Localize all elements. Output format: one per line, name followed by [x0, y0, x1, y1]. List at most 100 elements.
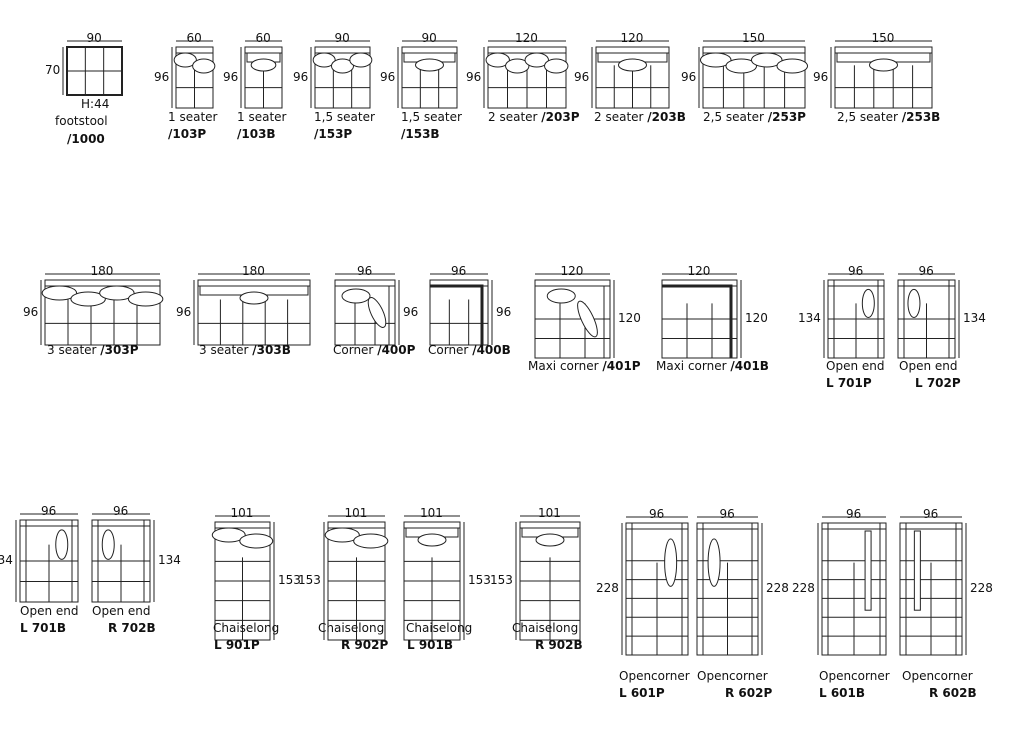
module-code: R 702B [108, 621, 156, 635]
module-plan-drawing [830, 40, 933, 109]
cushion-icon [535, 533, 565, 547]
cushion-icon [750, 52, 783, 68]
width-dimension-label: 120 [515, 31, 538, 45]
depth-dimension-label: 153 [298, 573, 321, 587]
module-plan-drawing [323, 515, 389, 641]
module-label: 2,5 seater /253P [703, 110, 806, 124]
cushion-icon [349, 52, 373, 68]
cushion-icon [415, 58, 444, 72]
module-plan-drawing [661, 273, 742, 359]
module-plan-drawing [397, 40, 458, 109]
corner-backrest-line [662, 284, 733, 358]
width-dimension-label: 60 [186, 31, 202, 45]
width-dimension-label: 101 [344, 506, 368, 520]
module-plan-drawing [310, 40, 373, 109]
cushion-icon [331, 58, 354, 74]
module-code: /1000 [67, 132, 105, 146]
module-name: Chaiselong [512, 621, 579, 635]
cushion-icon [869, 58, 898, 72]
cushion-icon [239, 291, 269, 305]
cushion-icon [664, 538, 678, 587]
cushion-icon [907, 288, 921, 318]
depth-dimension-label: 134 [158, 553, 181, 567]
module-code: /203B [647, 110, 686, 124]
module-name: 1 seater [237, 110, 287, 124]
module-code: L 701B [20, 621, 67, 635]
module-plan-drawing [40, 273, 164, 346]
depth-dimension-label: 120 [745, 311, 768, 325]
depth-dimension-label: 120 [618, 311, 641, 325]
cushion-icon [524, 52, 549, 68]
width-dimension-label: 96 [719, 507, 735, 521]
cushion-icon [70, 291, 106, 307]
module-code: /103P [168, 127, 207, 141]
width-dimension-label: 101 [538, 506, 561, 520]
cushion-icon [699, 52, 732, 68]
depth-dimension-label: 228 [596, 581, 619, 595]
width-dimension-label: 90 [86, 31, 102, 45]
cushion-icon [312, 52, 336, 68]
cushion-icon [707, 538, 721, 587]
depth-dimension-label: 96 [813, 69, 829, 84]
cushion-icon [324, 527, 360, 543]
module-code: R 902P [341, 638, 389, 652]
module-name: 2,5 seater [703, 110, 764, 124]
depth-dimension-label: 134 [963, 311, 986, 325]
depth-dimension-label: 153 [468, 573, 491, 587]
module-plan-drawing [515, 515, 581, 641]
width-dimension-label: 120 [620, 31, 644, 45]
depth-dimension-label: 96 [154, 69, 170, 84]
module-plan-drawing [899, 516, 967, 656]
module-label: Maxi corner /401B [656, 359, 769, 373]
module-name: Chaiselong [318, 621, 385, 635]
module-label: 3 seater /303B [199, 343, 291, 357]
module-name: 3 seater [199, 343, 249, 357]
module-code: /153P [314, 127, 353, 141]
cushion-icon [417, 533, 447, 547]
module-plan-drawing [817, 516, 887, 656]
width-dimension-label: 96 [923, 507, 939, 521]
width-dimension-label: 120 [560, 264, 584, 278]
module-plan-drawing [240, 40, 283, 109]
module-outline [197, 279, 311, 346]
cushion-icon [250, 58, 277, 72]
module-plan-drawing [696, 516, 763, 656]
module-outline [314, 46, 371, 109]
cushion-icon [55, 529, 69, 560]
module-label: 2,5 seater /253B [837, 110, 940, 124]
depth-dimension-label: 96 [574, 69, 590, 84]
module-name: 3 seater [47, 343, 97, 357]
module-plan-drawing [211, 515, 275, 641]
width-dimension-label: 96 [846, 507, 862, 521]
cushion-icon [127, 291, 164, 307]
module-name: Open end [20, 604, 79, 618]
module-plan-drawing [334, 273, 400, 346]
depth-dimension-label: 96 [466, 69, 482, 84]
depth-dimension-label: 153 [278, 573, 301, 587]
depth-dimension-label: 96 [223, 69, 239, 84]
cushion-icon [353, 533, 389, 549]
fixed-back-cushion-icon [864, 530, 872, 611]
cushion-icon [725, 58, 758, 74]
module-name: 1,5 seater [314, 110, 375, 124]
module-code: /400B [472, 343, 511, 357]
depth-dimension-label: 96 [293, 69, 309, 84]
module-plan-drawing [429, 273, 493, 346]
module-name: Opencorner [819, 669, 890, 683]
module-code: L 901P [214, 638, 260, 652]
cushion-icon [341, 288, 371, 304]
module-code: /253B [901, 110, 941, 124]
module-name: Maxi corner [656, 359, 727, 373]
cushion-icon [367, 297, 387, 328]
corner-backrest-line [430, 284, 484, 345]
width-dimension-label: 101 [420, 506, 443, 520]
module-label: Corner /400P [333, 343, 415, 357]
module-plan-drawing [823, 273, 885, 359]
cushion-icon [211, 527, 246, 543]
cushion-icon [618, 58, 647, 72]
cushion-icon [485, 52, 510, 68]
width-dimension-label: 150 [871, 31, 895, 45]
module-code: /400P [377, 343, 416, 357]
cushion-icon [101, 529, 115, 560]
